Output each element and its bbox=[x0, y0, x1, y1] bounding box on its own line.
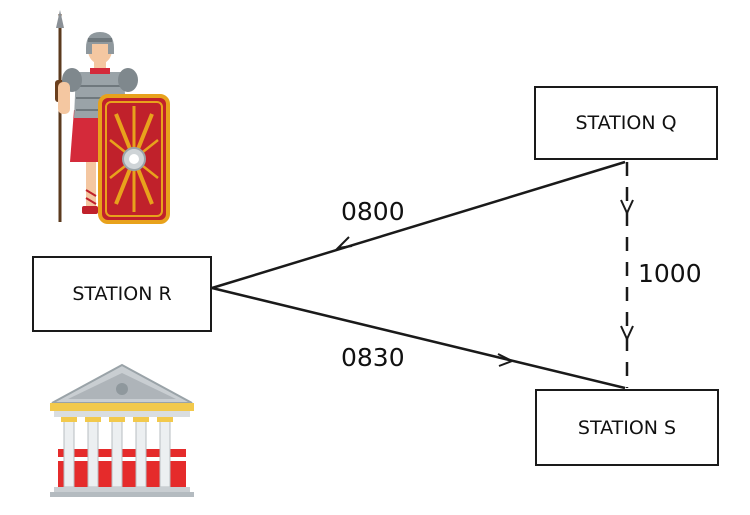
roman-soldier-icon bbox=[55, 10, 170, 224]
route-r-to-s-time: 0830 bbox=[341, 343, 405, 372]
roman-temple-icon bbox=[50, 363, 194, 497]
station-q-label: STATION Q bbox=[575, 112, 677, 134]
route-q-to-r-line bbox=[211, 160, 626, 290]
station-r-label: STATION R bbox=[72, 283, 172, 305]
station-r-box: STATION R bbox=[32, 256, 212, 332]
route-r-to-s-line bbox=[211, 286, 626, 390]
route-q-to-s-time: 1000 bbox=[638, 259, 702, 288]
route-q-to-s-arrow-top-icon bbox=[620, 199, 634, 216]
station-q-box: STATION Q bbox=[534, 86, 718, 160]
station-s-label: STATION S bbox=[577, 416, 677, 439]
route-q-to-s-arrow-bottom-icon bbox=[620, 325, 634, 342]
route-r-to-s-arrow-icon bbox=[497, 353, 515, 367]
route-q-to-r-arrow-icon bbox=[335, 236, 353, 250]
station-s-box: STATION S bbox=[535, 389, 719, 466]
route-q-to-r-time: 0800 bbox=[341, 197, 405, 226]
